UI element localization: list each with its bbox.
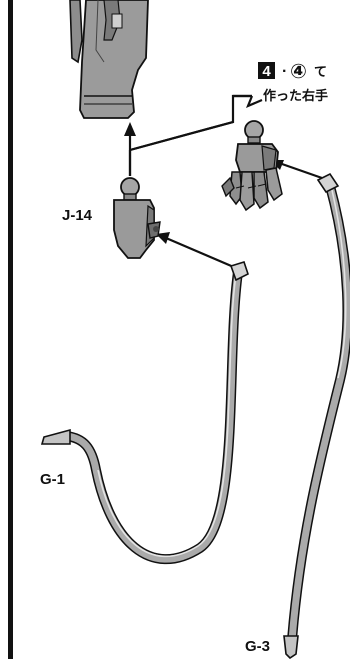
- circled-step-number: ④: [290, 59, 307, 83]
- step-callout: 4 · ④ て 作った右手: [258, 59, 328, 104]
- arm-part: [70, 0, 148, 118]
- part-j14: [114, 178, 160, 258]
- label-g1: G-1: [40, 471, 65, 488]
- tube-g1: [42, 262, 248, 559]
- step-separator: ·: [282, 63, 287, 80]
- step-number: 4: [262, 63, 271, 80]
- label-j14: J-14: [62, 207, 93, 224]
- right-hand-part: [222, 121, 282, 210]
- label-g3: G-3: [245, 638, 270, 655]
- arrow-up-icon: [124, 122, 136, 136]
- tube-g3: [284, 174, 347, 658]
- callout-text-line1: て: [314, 65, 327, 80]
- page-border: [8, 0, 13, 659]
- callout-text-line2: 作った右手: [263, 88, 328, 104]
